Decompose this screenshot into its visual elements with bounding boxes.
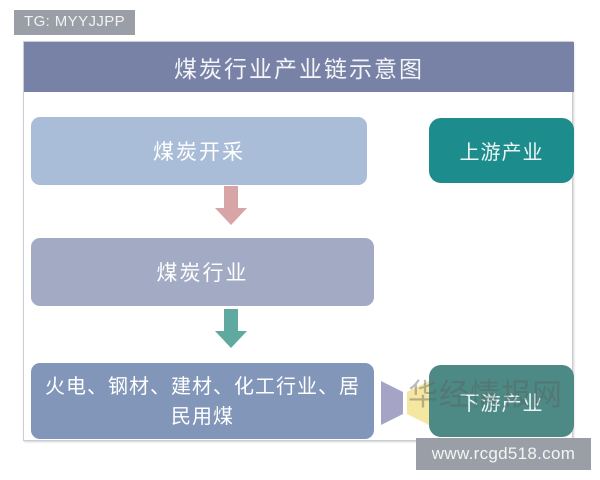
badge-upstream-industry: 上游产业 bbox=[429, 118, 574, 183]
badge-upstream-industry-label: 上游产业 bbox=[459, 140, 544, 164]
flow-box-downstream-consumers-label: 火电、钢材、建材、化工行业、居民用煤 bbox=[45, 374, 360, 428]
down-arrow-icon-2 bbox=[214, 309, 248, 349]
flow-box-coal-mining-label: 煤炭开采 bbox=[153, 140, 245, 164]
flow-box-coal-industry: 煤炭行业 bbox=[31, 238, 374, 306]
diagram-body: 煤炭开采 煤炭行业 火电、钢材、建材、化工行业、居民用煤 bbox=[24, 92, 574, 440]
badge-downstream-industry: 下游产业 bbox=[429, 365, 574, 437]
flow-box-coal-mining: 煤炭开采 bbox=[31, 117, 367, 185]
bowtie-connector-icon bbox=[379, 375, 431, 431]
url-chip-label: www.rcgd518.com bbox=[416, 438, 591, 470]
down-arrow-icon-1 bbox=[214, 186, 248, 226]
flow-box-coal-industry-label: 煤炭行业 bbox=[156, 261, 249, 285]
badge-downstream-industry-label: 下游产业 bbox=[459, 390, 544, 415]
tg-tag-label: TG: MYYJJPP bbox=[14, 10, 136, 35]
page-title: 煤炭行业产业链示意图 bbox=[174, 57, 424, 83]
flow-box-downstream-consumers: 火电、钢材、建材、化工行业、居民用煤 bbox=[31, 363, 374, 439]
diagram-title-bar: 煤炭行业产业链示意图 bbox=[24, 42, 574, 92]
diagram-card: 煤炭行业产业链示意图 煤炭开采 煤炭行业 bbox=[23, 41, 574, 441]
